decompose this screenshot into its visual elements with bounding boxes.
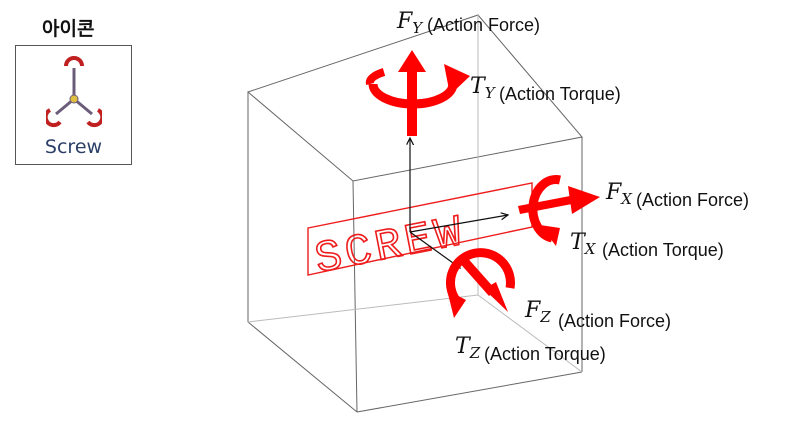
torque-y-arc-back	[365, 68, 386, 86]
axis-z	[409, 231, 460, 268]
cube-edge-front-bottom	[356, 371, 583, 413]
cube-hidden-edge-2	[247, 294, 479, 323]
label-tx-symbol: T	[570, 230, 587, 255]
cube-edge-back-bottom	[247, 321, 358, 413]
screw-icon-box[interactable]: Screw	[15, 45, 132, 165]
label-tx-subscript: X	[584, 240, 597, 258]
local-axes	[410, 138, 508, 268]
force-z-arrowhead	[484, 282, 508, 312]
label-ty-symbol: T	[470, 74, 487, 99]
svg-text:FY(Action Force): FY(Action Force)	[396, 9, 540, 37]
force-y-arrowhead	[398, 50, 426, 72]
label-ty-subscript: Y	[485, 84, 497, 102]
label-fz: FZ (Action Force)	[524, 298, 671, 331]
label-fx-desc: (Action Force)	[636, 190, 749, 210]
cube-hidden-edge-3	[477, 294, 583, 373]
screw-plate-outline	[307, 182, 533, 276]
torque-x-arc	[528, 175, 561, 243]
cube-edge-front-left	[352, 180, 358, 413]
torque-y-arrowhead	[444, 64, 470, 95]
svg-text:TX(Action Torque): TX (Action Torque)	[570, 230, 724, 260]
label-tx-desc: (Action Torque)	[602, 240, 724, 260]
force-x-arrowhead	[568, 186, 600, 214]
screw-text: SCREW	[311, 208, 470, 286]
svg-text:FX(Action Force): FX(Action Force)	[605, 180, 749, 210]
svg-text:TY(Action Torque): TY(Action Torque)	[470, 74, 621, 104]
label-fy: FY(Action Force)	[396, 9, 540, 37]
label-ty-desc: (Action Torque)	[499, 84, 621, 104]
label-tz-desc: (Action Torque)	[484, 344, 606, 364]
force-y-group	[365, 50, 470, 136]
force-x-group	[518, 175, 600, 246]
label-fz-symbol: F	[524, 298, 541, 323]
label-ty: TY(Action Torque)	[470, 74, 621, 104]
torque-z-arrowhead	[447, 290, 466, 318]
torque-z-arc	[445, 248, 515, 303]
label-fz-desc: (Action Force)	[558, 311, 671, 331]
force-z-shaft	[457, 254, 496, 296]
axis-x	[409, 215, 508, 233]
svg-text:TZ(Action Torque): TZ(Action Torque)	[455, 334, 606, 364]
screw-plate: SCREW	[307, 182, 533, 287]
label-fx: FX(Action Force)	[605, 180, 749, 210]
label-fx-symbol: F	[605, 180, 622, 205]
force-z-group	[445, 248, 515, 318]
label-tx: TX (Action Torque)	[570, 230, 724, 260]
icon-label: Screw	[44, 136, 103, 158]
screw-icon	[46, 56, 102, 128]
svg-text:FZ(Action Force): FZ (Action Force)	[524, 298, 671, 331]
cube-wireframe	[246, 14, 583, 413]
label-tz: TZ(Action Torque)	[455, 334, 606, 364]
label-fy-subscript: Y	[412, 19, 424, 37]
label-fy-symbol: F	[396, 9, 413, 34]
label-tz-subscript: Z	[469, 344, 481, 362]
icon-panel-title: 아이콘	[42, 18, 95, 40]
torque-y-arc	[368, 83, 458, 109]
label-tz-symbol: T	[455, 334, 472, 359]
label-fx-subscript: X	[620, 190, 633, 208]
force-x-shaft	[518, 196, 572, 214]
torque-x-arrowhead	[540, 225, 560, 246]
label-fy-desc: (Action Force)	[427, 15, 540, 35]
label-fz-subscript: Z	[539, 308, 551, 326]
